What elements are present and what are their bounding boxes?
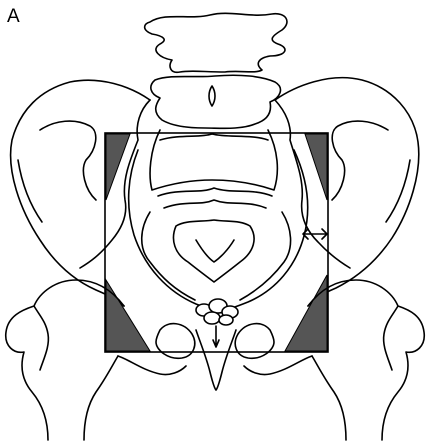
shaded-corner-bottom-left: [106, 280, 150, 351]
obturator-foramina: [156, 324, 274, 359]
shaded-corner-bottom-right: [285, 275, 327, 351]
shaded-corner-top-left: [106, 134, 130, 200]
shaded-corner-top-right: [305, 134, 327, 200]
left-femur: [6, 280, 186, 440]
right-femur: [244, 280, 424, 440]
lumbar-vertebra: [151, 75, 281, 128]
double-arrow-icon: [303, 229, 327, 239]
sacrum-top-vertebra: [145, 13, 287, 72]
right-iliac-wing: [275, 78, 419, 306]
sacrum-body: [150, 130, 277, 208]
pelvic-inlet: [129, 150, 308, 310]
